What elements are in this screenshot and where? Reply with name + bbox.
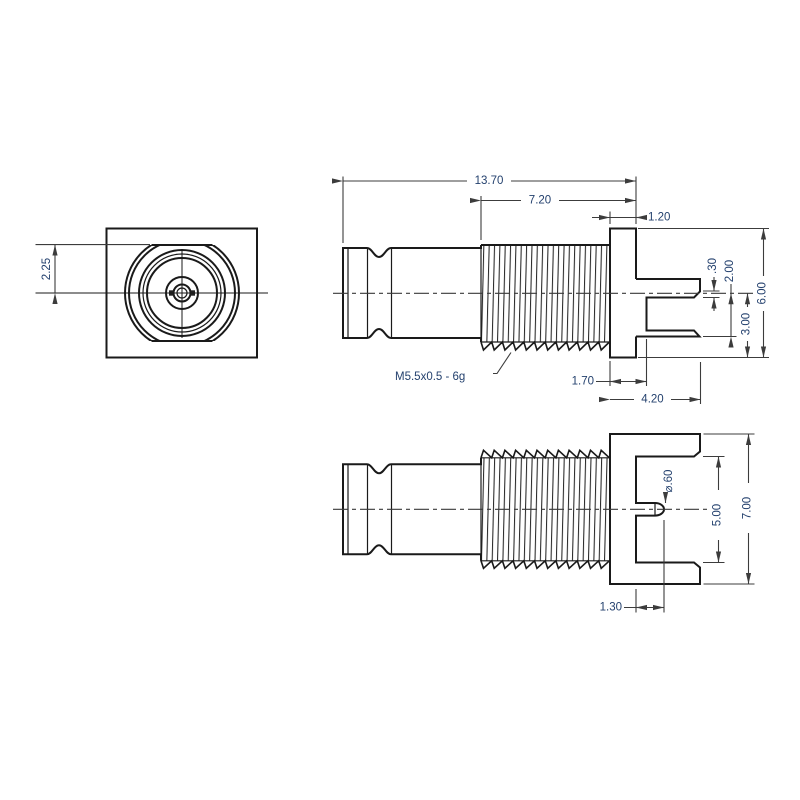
dims-top-view: 13.70 7.20 1.20 .30 2.00 xyxy=(332,174,769,407)
dim-text-dia-0-60: ⌀.60 xyxy=(663,470,675,493)
side-view-top: 13.70 7.20 1.20 .30 2.00 xyxy=(332,174,769,407)
dim-text-1-30: 1.30 xyxy=(600,602,622,614)
thread-section xyxy=(480,244,610,352)
dim-text-7-20: 7.20 xyxy=(529,195,551,207)
dim-text-4-20: 4.20 xyxy=(641,394,663,406)
front-view-centerlines xyxy=(35,249,268,338)
dim-text-1-70: 1.70 xyxy=(572,376,594,388)
dim-text-3-00: 3.00 xyxy=(741,313,753,335)
dim-text-5-00: 5.00 xyxy=(712,504,724,526)
dim-text-7-00: 7.00 xyxy=(742,497,754,519)
flange-plan-profile xyxy=(609,433,701,585)
dim-text-2-25: 2.25 xyxy=(41,258,53,280)
dims-bottom-view: ⌀.60 5.00 7.00 1.30 xyxy=(600,433,755,614)
thread-callout-text: M5.5x0.5 - 6g xyxy=(395,371,465,383)
dim-text-13-70: 13.70 xyxy=(475,175,504,187)
side-view-bottom: ⌀.60 5.00 7.00 1.30 xyxy=(333,433,755,614)
dim-front-flat: 2.25 xyxy=(35,244,150,304)
dim-text-2-00: 2.00 xyxy=(724,260,736,282)
dim-text-1-20: 1.20 xyxy=(648,212,670,224)
front-view: 2.25 xyxy=(35,227,268,359)
dim-text-0-30: .30 xyxy=(707,258,719,274)
pcb-legs-profile xyxy=(636,278,702,338)
dim-text-6-00: 6.00 xyxy=(757,282,769,304)
